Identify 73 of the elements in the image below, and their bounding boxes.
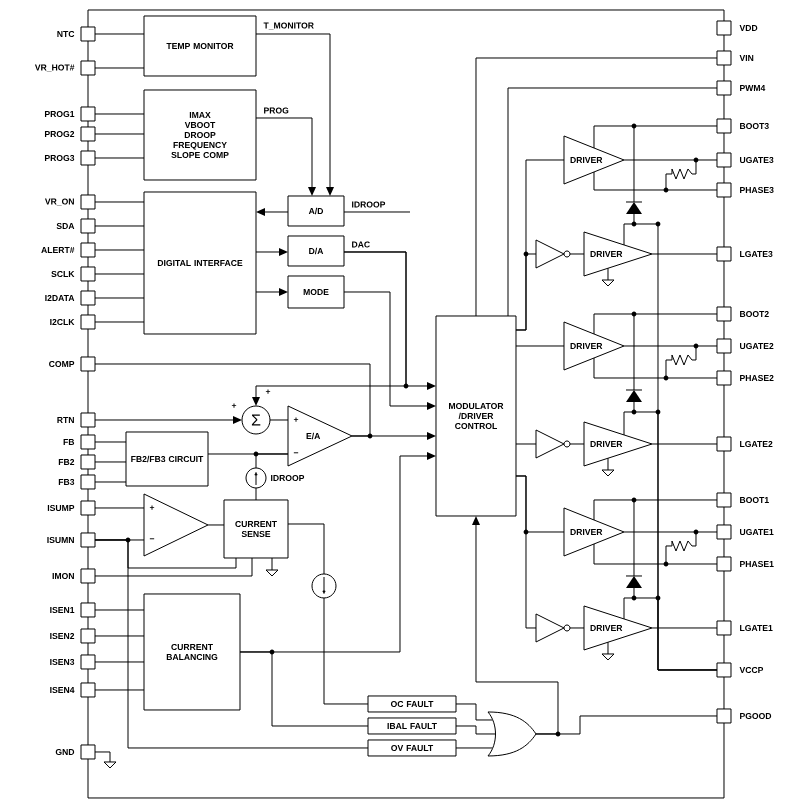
wire xyxy=(515,443,537,445)
wire xyxy=(593,313,718,335)
wire xyxy=(94,133,145,135)
wire xyxy=(94,461,127,463)
inverter-symbol xyxy=(535,239,571,269)
wire xyxy=(623,597,718,671)
wire xyxy=(94,557,253,577)
wire xyxy=(323,597,369,705)
inverter-symbol xyxy=(535,429,571,459)
wire xyxy=(269,419,289,421)
wire xyxy=(593,171,718,191)
amplifier-triangle xyxy=(143,493,209,557)
wire xyxy=(515,475,537,629)
wire xyxy=(623,531,718,533)
wire xyxy=(94,363,371,437)
wire xyxy=(515,345,565,347)
arrow xyxy=(256,208,289,216)
arrow xyxy=(343,291,436,410)
wire xyxy=(507,87,718,317)
wire xyxy=(343,211,411,213)
wire xyxy=(94,507,145,509)
arrow xyxy=(255,248,288,256)
wire xyxy=(593,125,718,149)
current-source xyxy=(311,573,337,599)
arrow xyxy=(94,416,242,424)
wire xyxy=(623,345,718,347)
wire xyxy=(651,253,718,255)
wire xyxy=(94,609,145,611)
wire xyxy=(255,453,289,469)
wire xyxy=(94,33,145,35)
wire xyxy=(569,253,585,255)
or-gate xyxy=(487,711,537,757)
wire xyxy=(651,627,718,629)
wire xyxy=(623,159,718,161)
arrow xyxy=(351,432,436,440)
wire xyxy=(455,703,493,721)
wire xyxy=(455,747,493,749)
wire xyxy=(94,689,145,691)
wire xyxy=(455,725,496,735)
wire xyxy=(94,321,145,323)
arrow xyxy=(252,251,407,406)
wire xyxy=(287,523,325,575)
wire xyxy=(94,661,145,663)
inverter-symbol xyxy=(535,613,571,643)
wire xyxy=(239,651,369,727)
wire xyxy=(475,57,718,317)
wire xyxy=(94,297,145,299)
wire xyxy=(94,249,145,251)
wire xyxy=(535,715,718,735)
wire xyxy=(94,481,127,483)
wire xyxy=(94,539,369,749)
wire xyxy=(651,443,718,445)
wire xyxy=(94,635,145,637)
wire xyxy=(255,487,257,501)
wire xyxy=(515,253,537,331)
wire xyxy=(593,543,718,565)
wire xyxy=(94,201,145,203)
arrow xyxy=(255,33,334,196)
wire xyxy=(593,357,718,379)
arrow xyxy=(255,117,316,196)
arrow xyxy=(255,288,288,296)
wire xyxy=(94,157,145,159)
summing-junction: Σ xyxy=(241,405,271,435)
wire xyxy=(94,67,145,69)
wire xyxy=(94,441,127,443)
wire xyxy=(569,627,585,629)
wire xyxy=(593,499,718,521)
wire xyxy=(569,443,585,445)
wire xyxy=(94,273,145,275)
arrow xyxy=(472,516,559,735)
wire xyxy=(94,225,145,227)
wire xyxy=(207,524,225,526)
wire xyxy=(94,113,145,115)
